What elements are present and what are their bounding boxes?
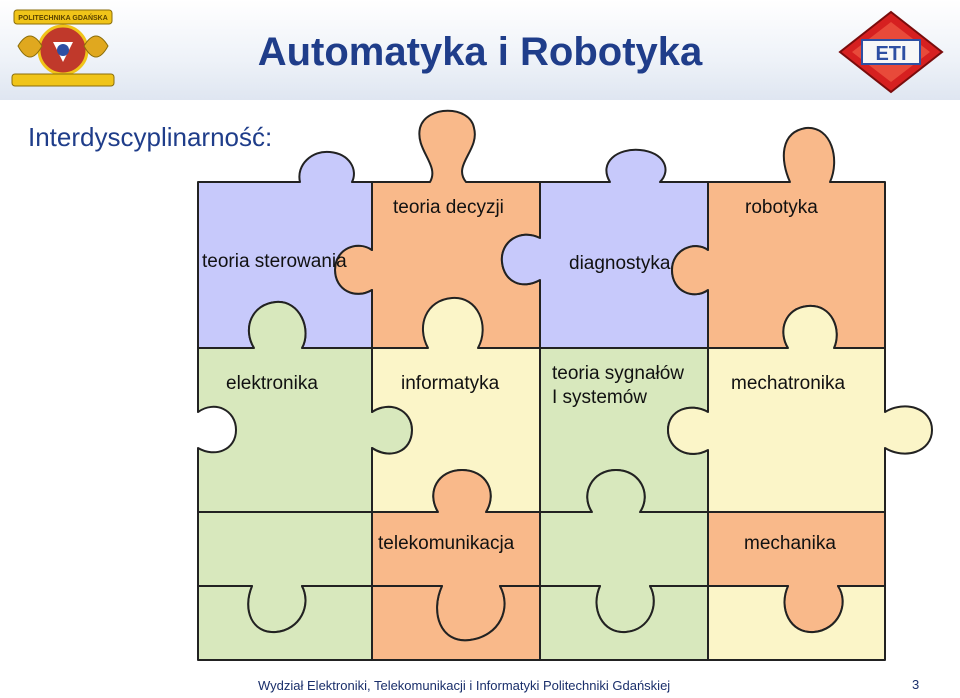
page-title: Automatyka i Robotyka — [257, 30, 703, 74]
label-teoria-sterowania: teoria sterowania — [202, 251, 347, 272]
label-telekomunikacja: telekomunikacja — [378, 533, 515, 554]
puzzle-piece-bottom-left — [197, 585, 373, 661]
svg-text:ETI: ETI — [875, 43, 906, 65]
label-diagnostyka: diagnostyka — [569, 253, 671, 274]
page-number: 3 — [912, 677, 920, 692]
puzzle-piece-bottom-mid — [371, 585, 541, 661]
footer-text: Wydział Elektroniki, Telekomunikacji i I… — [258, 678, 671, 693]
header-band — [0, 0, 960, 100]
label-mechatronika: mechatronika — [731, 373, 846, 394]
svg-text:POLITECHNIKA GDAŃSKA: POLITECHNIKA GDAŃSKA — [18, 13, 108, 22]
label-robotyka: robotyka — [745, 197, 818, 218]
puzzle-piece-bottom-right — [707, 585, 886, 661]
puzzle-piece-mechatronika — [667, 304, 933, 513]
eti-logo-icon: ETI — [838, 10, 944, 94]
label-teoria-decyzji: teoria decyzji — [393, 197, 504, 218]
puzzle-piece-bottom-mid2 — [539, 585, 709, 661]
label-teoria-sygnalow-line2: I systemów — [552, 387, 648, 408]
label-informatyka: informatyka — [401, 373, 500, 394]
label-mechanika: mechanika — [744, 533, 836, 554]
label-teoria-sygnalow-line1: teoria sygnałów — [552, 363, 685, 384]
page-subtitle: Interdyscyplinarność: — [28, 122, 273, 152]
label-elektronika: elektronika — [226, 373, 318, 394]
university-crest-icon: POLITECHNIKA GDAŃSKA — [11, 9, 115, 87]
